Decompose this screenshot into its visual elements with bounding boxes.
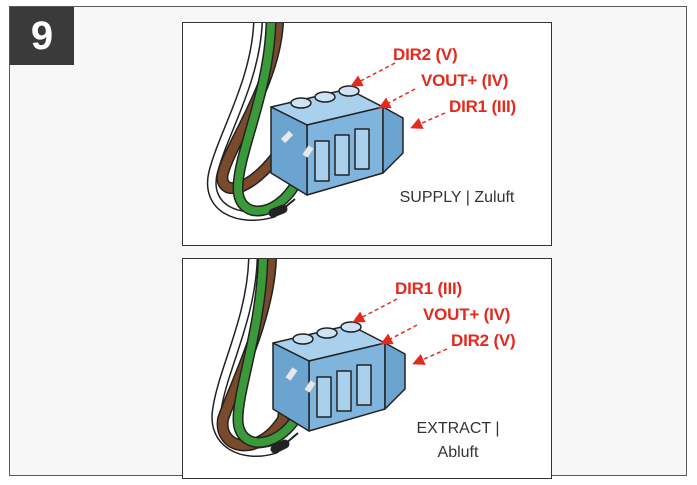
label-dir1: DIR1 (III) (395, 279, 462, 298)
wire-bundle (211, 259, 313, 458)
wire-bundle (206, 23, 311, 222)
supply-connector-illustration (206, 23, 446, 222)
label-dir1: DIR1 (III) (449, 97, 516, 116)
supply-connector-panel: DIR2 (V) VOUT+ (IV) DIR1 (III) SUPPLY | … (182, 22, 552, 246)
extract-connector-panel: DIR1 (III) VOUT+ (IV) DIR2 (V) EXTRACT |… (182, 258, 552, 479)
extract-connector-illustration (211, 259, 448, 458)
step-number-badge: 9 (10, 7, 74, 65)
figure-frame: 9 (9, 6, 687, 479)
label-vout: VOUT+ (IV) (423, 305, 511, 324)
label-vout: VOUT+ (IV) (421, 71, 509, 90)
extract-caption-line1: EXTRACT | (416, 420, 500, 437)
terminal-block (270, 85, 404, 196)
label-dir2: DIR2 (V) (393, 45, 458, 64)
extract-caption-line2: Abluft (437, 444, 479, 461)
extract-caption: EXTRACT | Abluft (388, 414, 528, 468)
supply-caption: SUPPLY | Zuluft (383, 181, 531, 215)
label-dir2: DIR2 (V) (451, 331, 516, 350)
terminal-block (272, 321, 406, 432)
